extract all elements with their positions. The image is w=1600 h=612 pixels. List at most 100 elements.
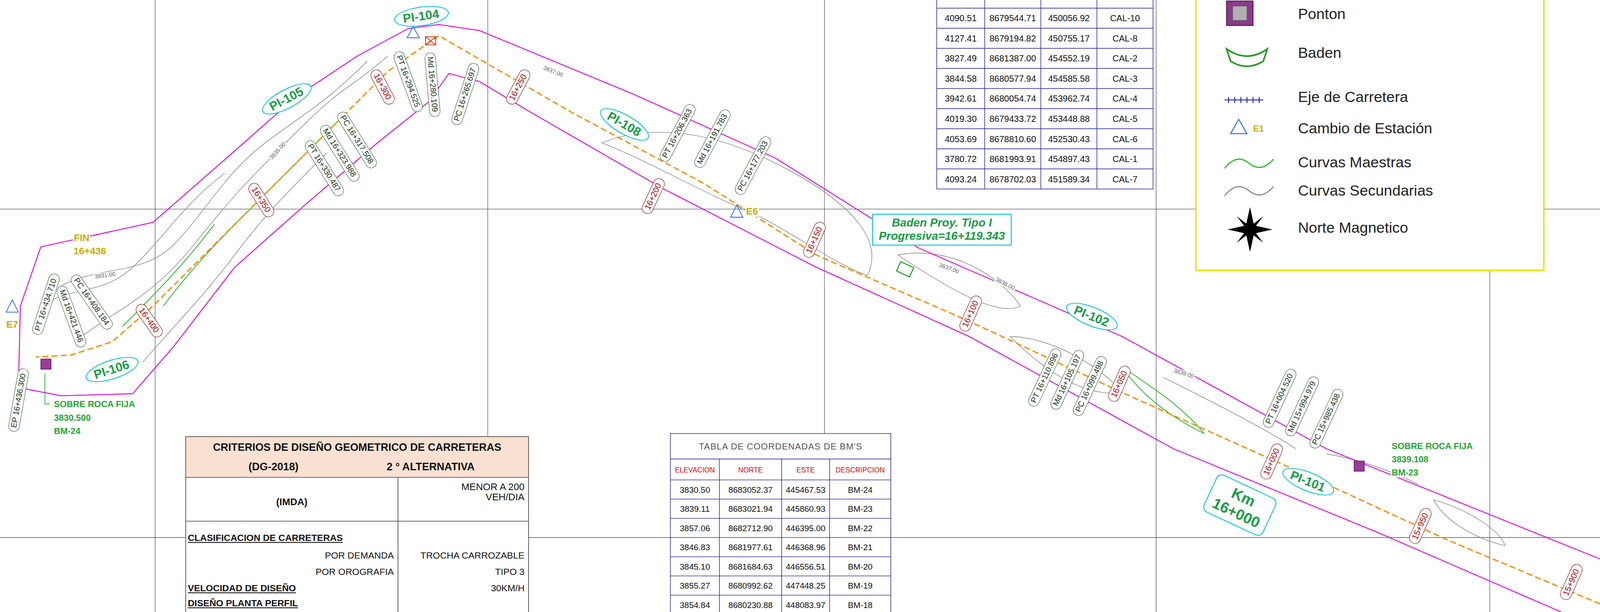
curve-point-tag: PT 16+434.710: [30, 272, 61, 337]
station-tag: 16+300: [368, 67, 397, 106]
coordinate-cell: 4090.51: [944, 13, 977, 23]
table-header-band: [185, 436, 529, 478]
coordinate-cell: 445860.93: [785, 504, 826, 514]
coordinate-cell: 8678810.60: [989, 134, 1037, 144]
legend-entry: Ponton: [1298, 6, 1346, 23]
curve-point-tag: PT 16+206.363: [657, 101, 697, 164]
coordinate-cell: 8679194.82: [989, 33, 1037, 44]
coordinate-cell: 8679433.72: [989, 113, 1037, 124]
station-tag: 15+950: [1407, 505, 1434, 546]
table-frame: [670, 433, 891, 612]
station-tag: 16+400: [133, 301, 165, 339]
station-legend-triangle: [1230, 119, 1247, 134]
benchmark-note: BM-23: [1390, 467, 1420, 478]
benchmark-note: SOBRE ROCA FIJA: [1390, 440, 1474, 451]
coordinate-cell: 8680054.74: [989, 93, 1037, 104]
coordinate-cell: 454552.19: [1047, 53, 1090, 64]
coordinate-cell: 3845.10: [679, 561, 711, 572]
coordinate-cell: 8682712.90: [728, 523, 773, 533]
curve-point-tag: PC 16+265.697: [450, 61, 481, 126]
table-title: TABLA DE COORDENADAS DE BM'S: [698, 441, 863, 452]
coordinate-cell: 3839.11: [680, 504, 710, 514]
coordinate-cell: 8681684.63: [728, 561, 773, 572]
contour-line: [61, 61, 368, 286]
coordinate-cell: BM-23: [847, 504, 873, 514]
contour-elevation: 3837.00: [937, 261, 961, 276]
coordinate-cell: 450056.92: [1047, 13, 1090, 23]
tag-text: Progresiva=16+119.343: [878, 229, 1006, 243]
tag-text: 16+200: [642, 180, 664, 211]
station-tag: 16+200: [640, 176, 667, 216]
benchmark-note: 3830.500: [52, 412, 92, 423]
coordinate-cell: 448083.97: [785, 600, 826, 610]
station-marker-text: FIN: [72, 232, 91, 244]
ponton-symbol: [40, 358, 51, 369]
coordinate-cell: BM-22: [847, 523, 873, 533]
tag-text: 16+350: [249, 184, 273, 215]
tag-text: PT 16+294.525: [394, 53, 422, 110]
station-change-triangle: [406, 26, 420, 38]
benchmark-note: 3839.108: [1390, 454, 1430, 464]
cal-table: [936, 0, 1153, 189]
legend-entry: Baden: [1298, 45, 1342, 62]
station-tag: 15+900: [1558, 561, 1585, 602]
contour-line: [81, 56, 388, 337]
coordinate-cell: CAL-5: [1112, 113, 1138, 124]
table-header: DESCRIPCION: [835, 466, 885, 475]
coordinate-cell: CAL-7: [1112, 174, 1138, 185]
secondary-contours: [40, 56, 1506, 546]
coordinate-cell: 446395.00: [785, 523, 826, 533]
baden-callout: Baden Proy. Tipo IProgresiva=16+119.343: [872, 213, 1012, 246]
coordinate-cell: 8681993.91: [989, 154, 1037, 164]
table-header: NORTE: [738, 466, 764, 475]
coordinate-cell: 4053.69: [944, 134, 977, 144]
criteria-text: POR OROGRAFIA: [315, 566, 394, 577]
coordinate-cell: BM-20: [847, 561, 873, 572]
tag-text: Km 16+000: [1209, 478, 1271, 532]
bm-table: [670, 433, 891, 612]
contour-line: [602, 131, 872, 275]
ponton-legend-icon: [1226, 0, 1254, 26]
tag-text: Baden Proy. Tipo I: [878, 216, 1006, 230]
coordinate-cell: 3942.61: [944, 93, 977, 104]
baden-symbol: [896, 261, 914, 278]
coordinate-cell: 8679544.71: [989, 13, 1037, 23]
coordinate-cell: 8680577.94: [989, 73, 1037, 84]
contour-line: [143, 153, 327, 363]
tag-text: Md 16+280.109: [425, 56, 440, 113]
curve-point-tag: PT 16+294.525: [392, 49, 425, 114]
station-tag: 16+250: [504, 67, 533, 106]
legend-entry: Eje de Carretera: [1298, 88, 1408, 106]
coordinate-cell: 454585.58: [1047, 73, 1090, 84]
contour-elevation: 3831.00: [93, 271, 117, 281]
tag-text: 15+950: [1410, 510, 1431, 541]
pi-label: PI-104: [392, 2, 451, 30]
coordinate-cell: 4019.30: [944, 113, 977, 124]
coordinate-cell: 8683052.37: [728, 485, 773, 495]
contour-line: [40, 173, 225, 306]
criteria-text: CRITERIOS DE DISEÑO GEOMETRICO DE CARRET…: [212, 440, 501, 453]
tag-text: 16+150: [803, 224, 825, 256]
axis-legend-line: [1224, 96, 1264, 103]
coordinate-cell: 445467.53: [785, 485, 826, 495]
coordinate-cell: 8680992.62: [728, 581, 773, 591]
coordinate-cell: 447448.25: [785, 581, 826, 591]
coordinate-cell: CAL-8: [1112, 33, 1138, 44]
coordinate-cell: 446556.51: [785, 561, 826, 572]
coordinate-cell: 451589.34: [1047, 174, 1090, 185]
pi-label: PI-105: [257, 77, 316, 121]
coordinate-cell: CAL-10: [1110, 13, 1141, 23]
coordinate-cell: 3846.83: [679, 542, 711, 553]
coordinate-cell: 450755.17: [1047, 33, 1090, 44]
criteria-text: DISEÑO PLANTA PERFIL: [187, 598, 298, 609]
coordinate-cell: 3855.27: [679, 581, 711, 591]
curve-point-tag: PC 16+177.203: [733, 134, 773, 197]
benchmark-leader: [45, 372, 51, 404]
pi-label: PI-108: [595, 102, 654, 147]
master-contour-sample: [1224, 158, 1274, 169]
coordinate-cell: CAL-3: [1112, 73, 1138, 84]
station-tag: 16+350: [246, 180, 276, 220]
ponton-legend-icon-inner: [1232, 6, 1247, 21]
tag-text: 16+050: [1109, 368, 1130, 400]
coordinate-cell: BM-18: [847, 600, 873, 610]
